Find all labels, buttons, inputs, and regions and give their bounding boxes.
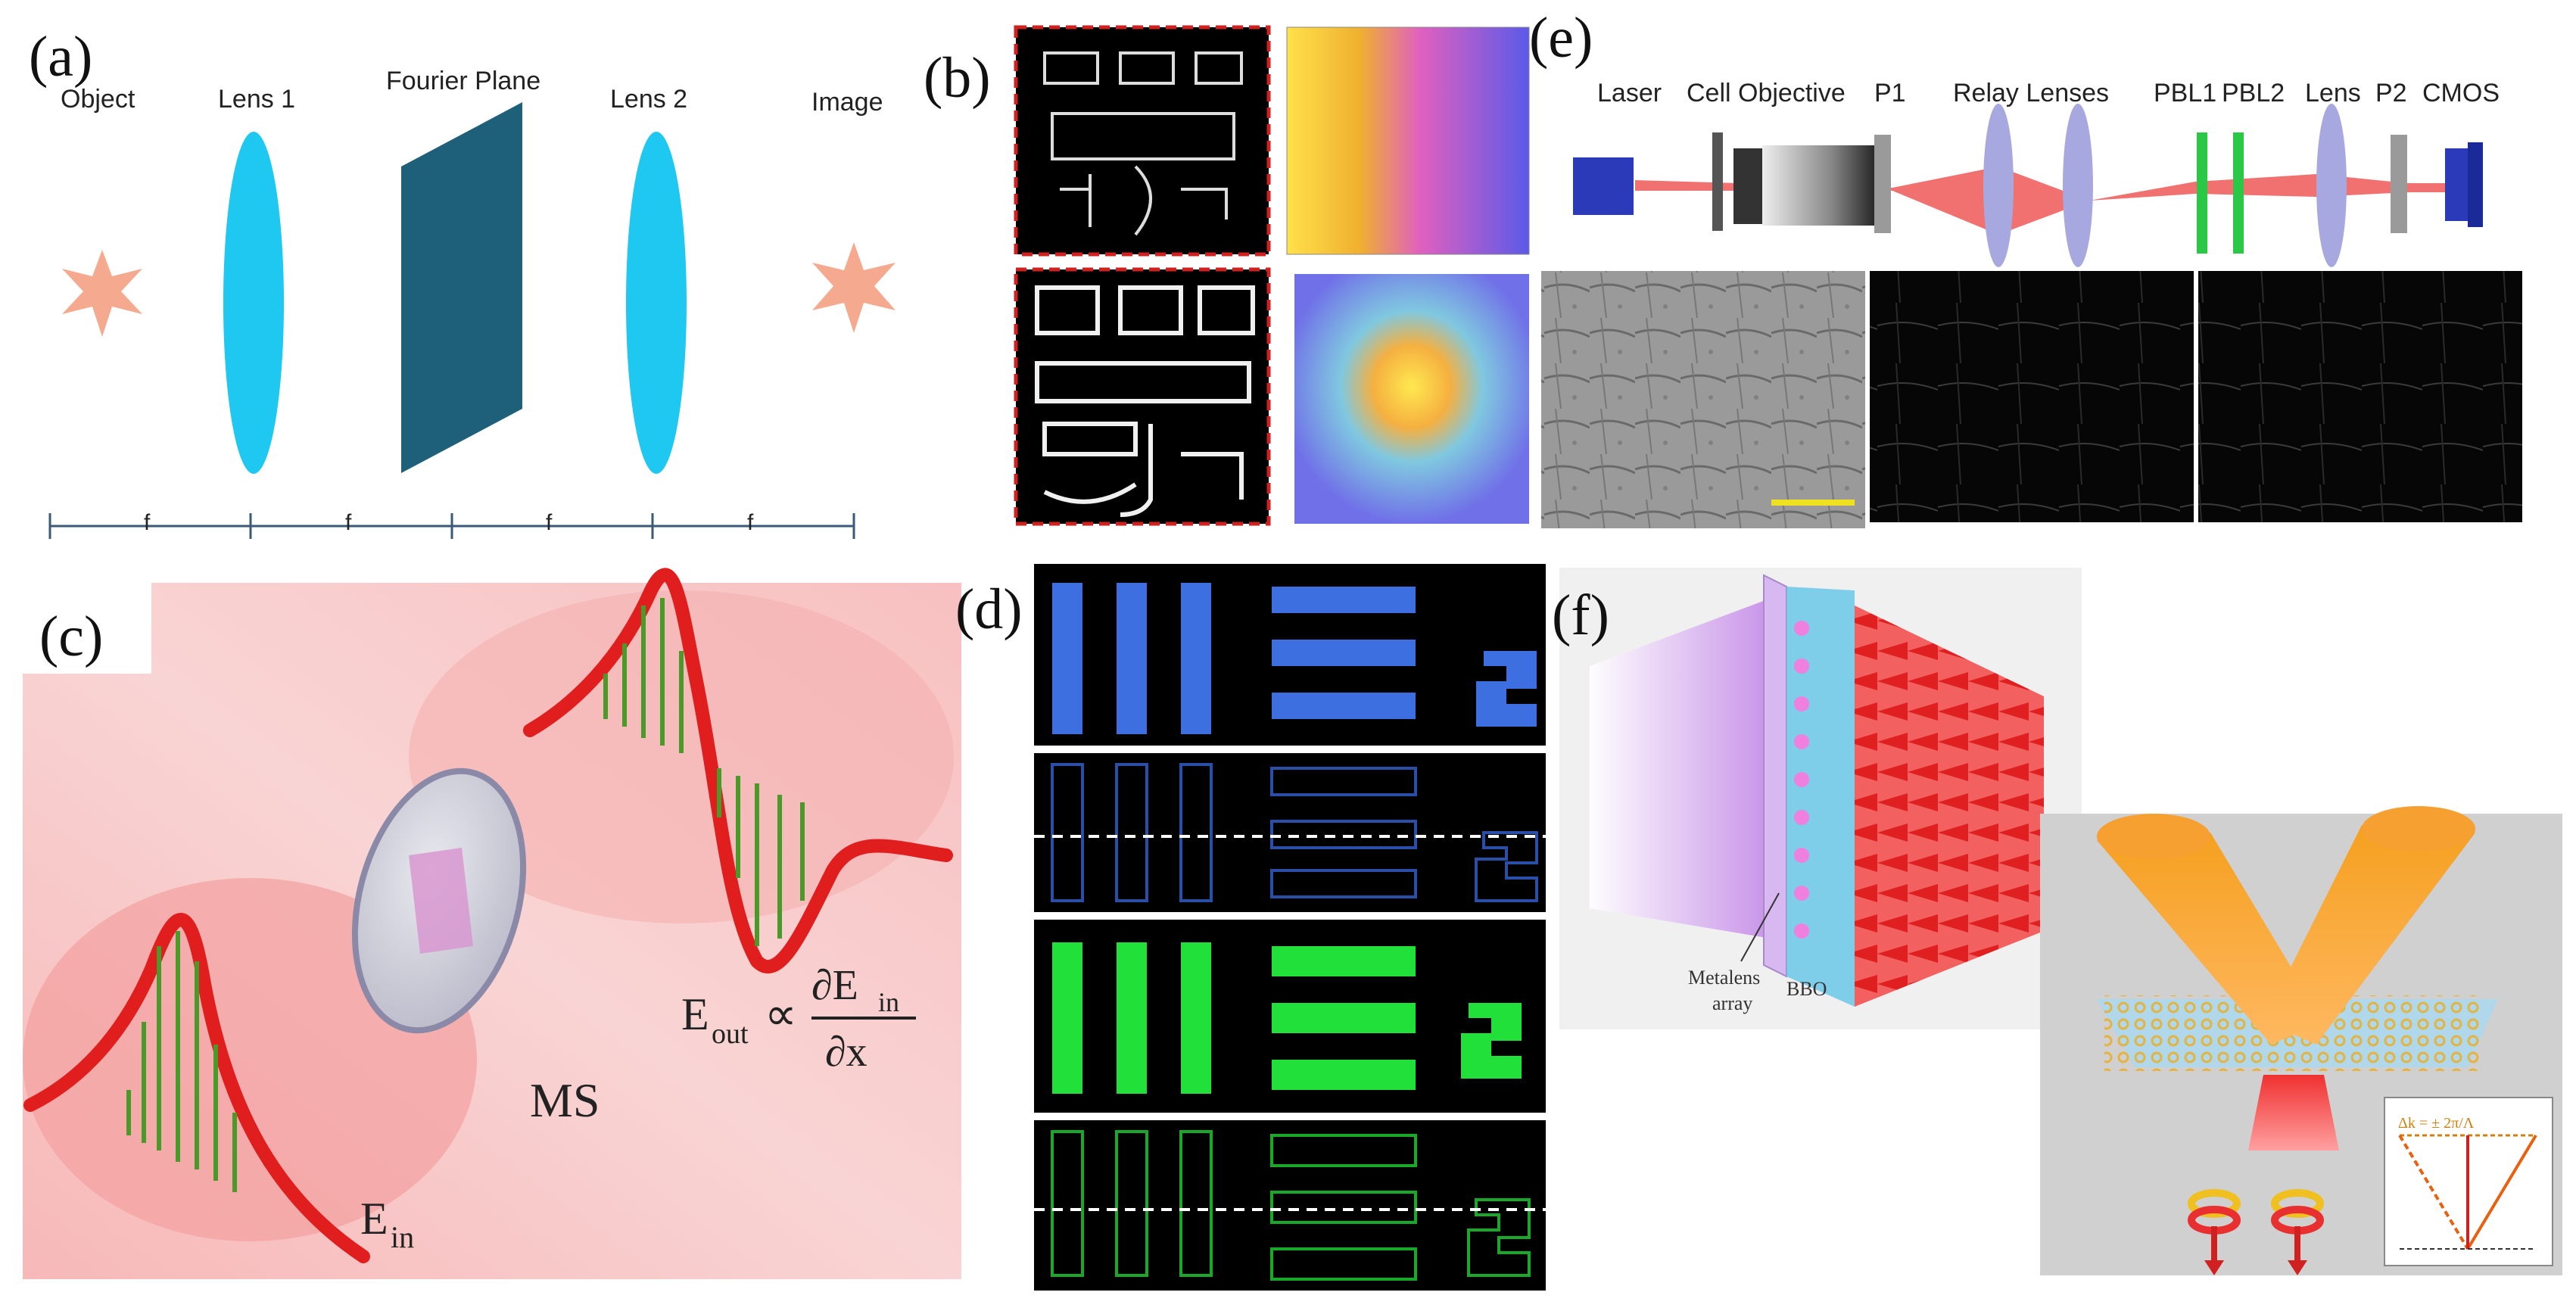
laser-label: Laser — [1597, 79, 1662, 107]
pbl1-label: PBL1 — [2154, 79, 2216, 107]
panel-c: (c) MS E in — [23, 568, 961, 1279]
green-edge-image — [1034, 1120, 1546, 1291]
pbl2-label: PBL2 — [2222, 79, 2285, 107]
object-star-icon — [62, 250, 142, 337]
edge-image-bottom — [1014, 267, 1271, 526]
beam-cone-left — [2097, 833, 2324, 1045]
pbl1-element — [2197, 132, 2207, 254]
vortex-icon-left — [2188, 1189, 2241, 1275]
polarizer-p2 — [2391, 135, 2407, 233]
bbo-label: BBO — [1786, 978, 1827, 1000]
focal-f-1: f — [144, 510, 151, 535]
panel-d-label: (d) — [955, 578, 1023, 641]
lens2-shape — [626, 132, 687, 474]
relay-lenses-label: Relay Lenses — [1953, 79, 2109, 107]
blue-edge-image — [1034, 753, 1546, 912]
panel-b: (b) — [924, 25, 1530, 526]
bbo-crystal — [1786, 587, 1855, 1007]
phase-matching-formula: Δk = ± 2π/Λ — [2398, 1115, 2475, 1132]
image-star-icon — [812, 242, 896, 333]
input-field-arrows — [126, 931, 237, 1192]
phase-map-top — [1287, 27, 1529, 254]
output-wave — [523, 568, 953, 973]
edge-glyph-bottom — [1035, 285, 1255, 517]
proportional-symbol: ∝ — [765, 989, 797, 1039]
input-wave — [23, 913, 370, 1263]
eout-label: E — [681, 989, 709, 1039]
denominator-label: ∂x — [825, 1029, 867, 1076]
metalens-array-plate — [1763, 574, 1787, 978]
object-label: Object — [61, 85, 135, 114]
edge-glyph-top — [1043, 51, 1243, 236]
metalens-label-1: Metalens — [1688, 967, 1760, 989]
edge-image-top — [1014, 25, 1271, 257]
panel-e: (e) Laser Cell Objective P1 Relay Lenses… — [1529, 6, 2522, 528]
beam-path — [1635, 167, 2460, 235]
beam-cone-right — [2263, 825, 2475, 1045]
laser-source — [1573, 157, 1634, 215]
lens-label: Lens — [2305, 79, 2361, 107]
cmos-label: CMOS — [2422, 79, 2500, 107]
output-field-arrows — [603, 598, 805, 946]
panel-d: (d) — [955, 564, 1546, 1291]
focal-f-4: f — [747, 510, 754, 535]
panel-f: (f) Metalens array BBO — [1552, 568, 2562, 1275]
scale-bar — [1771, 500, 1855, 506]
ein-label: E — [360, 1194, 388, 1244]
generated-beams — [1855, 606, 2044, 1007]
lens1-label: Lens 1 — [218, 85, 295, 114]
relay-lens-2 — [2063, 104, 2093, 267]
metalens-label-2: array — [1712, 992, 1752, 1014]
cell-objective — [1762, 145, 1877, 226]
panel-a: (a) Object Lens 1 Fourier Plane Lens 2 I… — [29, 25, 896, 539]
fourier-plane-shape — [401, 102, 522, 473]
panel-c-label-bg — [23, 583, 151, 674]
metasurface-square — [409, 848, 473, 954]
p1-label: P1 — [1874, 79, 1906, 107]
panel-f-label: (f) — [1552, 584, 1609, 647]
eout-subscript: out — [712, 1018, 749, 1050]
panel-c-label: (c) — [39, 605, 103, 668]
aperture — [1712, 132, 1723, 231]
pbl2-element — [2233, 132, 2244, 254]
image-label: Image — [811, 88, 883, 117]
p2-label: P2 — [2375, 79, 2407, 107]
numerator-subscript: in — [878, 987, 899, 1017]
edge-image-1 — [1870, 271, 2194, 522]
objective-label: Cell Objective — [1687, 79, 1846, 107]
vortex-icon-right — [2271, 1189, 2324, 1275]
imaging-lens — [2316, 104, 2347, 267]
panel-a-label: (a) — [29, 25, 92, 89]
focal-f-2: f — [345, 510, 352, 535]
brightfield-image — [1541, 271, 1865, 528]
pump-beam — [1590, 598, 1771, 939]
phase-map-bottom — [1294, 274, 1529, 524]
edge-image-2 — [2198, 271, 2522, 522]
panel-b-label: (b) — [924, 46, 991, 110]
lens2-label: Lens 2 — [610, 85, 687, 114]
relay-lens-1 — [1983, 104, 2014, 267]
fourier-plane-label: Fourier Plane — [386, 67, 540, 95]
ms-label: MS — [530, 1073, 600, 1127]
lens1-shape — [223, 132, 284, 474]
focal-f-3: f — [546, 510, 553, 535]
numerator-label: ∂E — [811, 962, 858, 1009]
output-beam — [2248, 1075, 2339, 1151]
panel-e-label: (e) — [1529, 6, 1593, 70]
polarizer-p1 — [1874, 135, 1891, 233]
objective-mount — [1733, 148, 1762, 224]
ein-subscript: in — [391, 1220, 414, 1254]
